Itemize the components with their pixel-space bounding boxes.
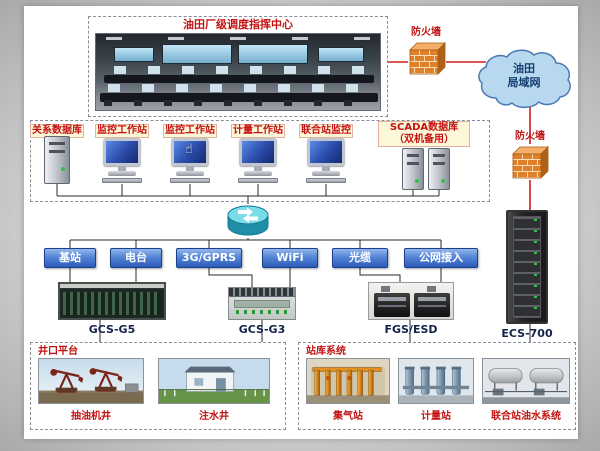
workstation-monitor-icon (236, 138, 280, 184)
metering-station-image (398, 358, 474, 404)
workstation-monitor-icon: ☝ (168, 138, 212, 184)
hand-pointer-icon: ☝ (185, 142, 193, 157)
chairs-row (104, 100, 372, 106)
control-center-title: 油田厂级调度指挥中心 (183, 18, 293, 31)
scada-database-label: SCADA数据库 （双机备用） (378, 121, 470, 147)
gcs-g5-label: GCS-G5 (88, 323, 136, 336)
gcs-g5-device (58, 282, 166, 320)
wellhead-section-title: 井口平台 (38, 346, 78, 357)
control-center-box (88, 16, 388, 117)
workstation-monitor-icon (304, 138, 348, 184)
firewall-top-label: 防火墙 (411, 27, 441, 38)
firewall-right-label: 防火墙 (515, 131, 545, 142)
workstation-monitor-icon (100, 138, 144, 184)
video-wall-screen (162, 44, 232, 64)
union-station-caption: 联合站油水系统 (491, 411, 561, 422)
scada-label-line1: SCADA数据库 (389, 122, 459, 133)
injection-well-caption: 注水井 (199, 411, 229, 422)
fgs-esd-label: FGS/ESD (384, 323, 438, 336)
workstation1-label: 监控工作站 (95, 124, 149, 138)
console-desk (100, 93, 378, 102)
scada-server-icon (402, 148, 424, 190)
database-server-icon (44, 136, 70, 184)
injection-well-image (158, 358, 270, 404)
workstation-monitor-row (108, 84, 370, 92)
node-base-station: 基站 (44, 248, 96, 268)
gas-gathering-image (306, 358, 390, 404)
ecs-700-cabinet (506, 210, 548, 324)
metering-station-caption: 计量站 (421, 411, 451, 422)
gcs-g3-label: GCS-G3 (238, 323, 286, 336)
control-room-photo (95, 33, 381, 111)
node-radio: 电台 (110, 248, 162, 268)
firewall-icon (408, 40, 446, 80)
gprs-gcs3-line (208, 268, 253, 287)
union-station-image (482, 358, 570, 404)
workstation4-label: 联合站监控 (299, 124, 353, 138)
video-wall-screen (238, 44, 308, 64)
node-device-lines (69, 268, 442, 287)
lan-drop-lines (56, 184, 440, 196)
node-public-network: 公网接入 (404, 248, 478, 268)
cloud-label: 油田 局域网 (474, 62, 574, 90)
pumpjack-well-image (38, 358, 144, 404)
ceiling-lights (106, 37, 370, 40)
cloud-label-line2: 局域网 (507, 76, 541, 89)
node-wifi: WiFi (262, 248, 318, 268)
oilfield-lan-cloud: 油田 局域网 (474, 46, 574, 112)
scada-server-icon (428, 148, 450, 190)
gcs-g3-device (228, 287, 296, 320)
router-icon (226, 204, 270, 242)
station-section-box (298, 342, 576, 430)
gas-gathering-caption: 集气站 (333, 411, 363, 422)
pumpjack-caption: 抽油机井 (71, 411, 111, 422)
workstation3-label: 计量工作站 (231, 124, 285, 138)
firewall-icon (511, 144, 549, 184)
cloud-label-line1: 油田 (513, 62, 535, 75)
workstation-monitor-row (114, 66, 366, 74)
node-3g-gprs: 3G/GPRS (176, 248, 242, 268)
node-optical-cable: 光缆 (332, 248, 388, 268)
bus-drop-lines (69, 240, 442, 248)
workstation2-label: 监控工作站 (163, 124, 217, 138)
device-site-lines (99, 320, 531, 342)
video-wall-screen (114, 47, 154, 62)
cloud-icon (478, 49, 571, 109)
optic-fgs-line (359, 268, 401, 282)
ecs-700-label: ECS-700 (501, 327, 553, 340)
station-section-title: 站库系统 (306, 346, 346, 357)
scada-label-line2: （双机备用） (394, 134, 454, 145)
fgs-esd-device (368, 282, 454, 320)
wellhead-section-box (30, 342, 286, 430)
lan-zone-box (30, 120, 490, 202)
console-desk (104, 75, 374, 83)
video-wall-screen (318, 47, 364, 62)
